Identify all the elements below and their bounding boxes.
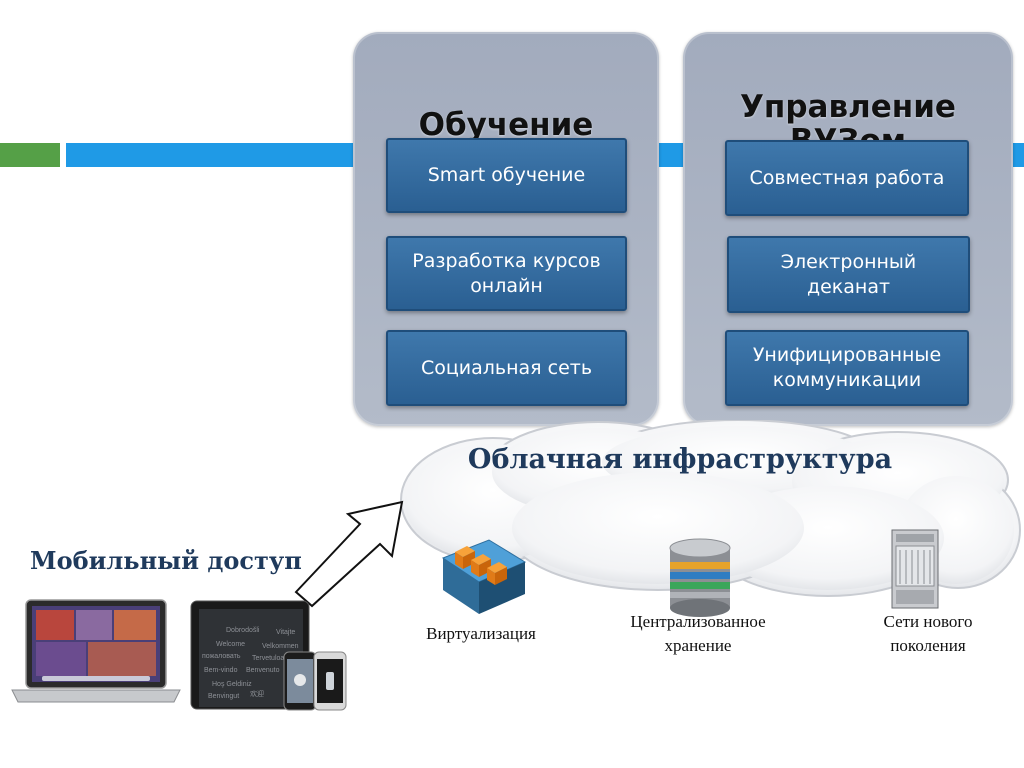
learning-item-smart: Smart обучение <box>386 138 627 213</box>
green-accent-bar <box>0 143 60 167</box>
virtualization-label: Виртуализация <box>426 624 536 643</box>
storage-cylinder-icon <box>669 538 731 617</box>
smartphone-icon <box>283 651 347 711</box>
svg-text:Velkommen: Velkommen <box>262 643 299 650</box>
arrow-icon <box>294 500 404 608</box>
svg-text:Welcome: Welcome <box>216 641 245 648</box>
svg-text:欢迎: 欢迎 <box>250 689 264 698</box>
network-label: Сети нового поколения <box>862 610 994 658</box>
network-label-line2: поколения <box>890 636 966 655</box>
management-title-line1: Управление <box>740 89 956 125</box>
management-item-dean: Электронный деканат <box>727 236 970 313</box>
laptop-icon <box>11 599 181 703</box>
network-label-line1: Сети нового <box>883 612 973 631</box>
storage-label: Централизованное хранение <box>612 610 784 658</box>
learning-item-courses: Разработка курсов онлайн <box>386 236 627 311</box>
svg-text:Benvenuto: Benvenuto <box>246 667 280 674</box>
svg-text:Tervetuloa: Tervetuloa <box>252 655 284 662</box>
management-item-collab: Совместная работа <box>725 140 969 216</box>
svg-text:Hoş Geldiniz: Hoş Geldiniz <box>212 681 252 688</box>
cloud-shape <box>400 420 1021 597</box>
svg-text:пожаловать: пожаловать <box>202 653 241 660</box>
svg-text:Dobrodošli: Dobrodošli <box>226 627 260 634</box>
learning-title: Обучение <box>418 107 594 143</box>
tablet-icon: Dobrodošli Vitajte Welcome Velkommen пож… <box>190 600 310 710</box>
network-rack-icon <box>891 529 939 609</box>
svg-text:Bem-vindo: Bem-vindo <box>204 667 238 674</box>
svg-text:Benvingut: Benvingut <box>208 693 239 700</box>
svg-text:Vitajte: Vitajte <box>276 629 295 636</box>
learning-item-social: Социальная сеть <box>386 330 627 406</box>
mobile-access-title: Мобильный доступ <box>30 546 302 575</box>
storage-label-line1: Централизованное <box>630 612 766 631</box>
cloud-title: Облачная инфраструктура <box>467 444 893 475</box>
management-item-comms: Унифицированные коммуникации <box>725 330 969 406</box>
server-cube-icon <box>441 539 527 614</box>
storage-label-line2: хранение <box>664 636 732 655</box>
